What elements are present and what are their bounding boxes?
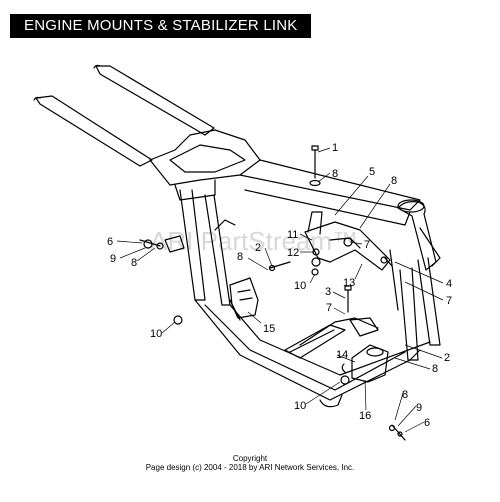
lower-cradle bbox=[194, 299, 431, 408]
callout-15: 15 bbox=[263, 323, 275, 335]
callout-8-left: 8 bbox=[237, 251, 243, 263]
steering-head bbox=[397, 199, 441, 271]
watermark: ARI PartStream™ bbox=[150, 226, 358, 256]
upper-rail-right bbox=[93, 64, 215, 136]
bolt-3 bbox=[344, 285, 352, 313]
bolt-6-bottom bbox=[388, 424, 406, 441]
frame-backbone bbox=[149, 129, 421, 226]
callout-7-upper: 7 bbox=[364, 239, 370, 251]
callout-11: 11 bbox=[287, 229, 298, 241]
nut-10-left bbox=[173, 315, 183, 325]
callout-8-right: 8 bbox=[391, 175, 397, 187]
callout-9-bottom: 9 bbox=[416, 402, 422, 414]
callout-13: 13 bbox=[343, 277, 355, 289]
callout-10-mid: 10 bbox=[294, 280, 306, 292]
callout-2-right: 2 bbox=[444, 352, 450, 364]
callout-14: 14 bbox=[336, 349, 348, 361]
callout-1: 1 bbox=[332, 142, 338, 154]
front-mount-isolator bbox=[341, 344, 389, 383]
callout-12: 12 bbox=[287, 247, 299, 259]
callout-6-left: 6 bbox=[107, 236, 113, 248]
callout-4: 4 bbox=[446, 278, 452, 290]
engine-mount-block bbox=[229, 277, 259, 319]
rear-bolt bbox=[139, 235, 185, 253]
bolt-4 bbox=[384, 257, 393, 267]
crossmember bbox=[284, 317, 379, 359]
callout-8-lower-right: 8 bbox=[432, 363, 438, 375]
nut-10-mid bbox=[311, 268, 319, 276]
callout-6-bottom: 6 bbox=[424, 417, 430, 429]
callout-10-left: 10 bbox=[150, 328, 162, 340]
callout-2-left: 2 bbox=[255, 242, 261, 254]
callout-9-left: 9 bbox=[110, 253, 116, 265]
engine-bracket-top bbox=[307, 211, 379, 337]
callout-8-top: 8 bbox=[332, 168, 338, 180]
callout-8-lower-left: 8 bbox=[131, 257, 137, 269]
nut-10-bottom bbox=[340, 375, 350, 385]
bolt-1 bbox=[311, 145, 319, 179]
upper-rail-left bbox=[33, 95, 153, 167]
callout-5: 5 bbox=[369, 166, 375, 178]
callout-3: 3 bbox=[325, 286, 331, 298]
washer-8-top bbox=[309, 179, 321, 187]
callout-16: 16 bbox=[359, 410, 371, 422]
front-downtubes bbox=[389, 249, 441, 361]
page-title: ENGINE MOUNTS & STABILIZER LINK bbox=[10, 14, 312, 38]
callout-7-mid: 7 bbox=[326, 302, 332, 314]
stabilizer-link bbox=[304, 221, 391, 271]
callout-10-bottom: 10 bbox=[294, 400, 306, 412]
bolt-2-left bbox=[268, 261, 291, 272]
footer-copyright: Copyright bbox=[232, 454, 268, 463]
rear-uprights bbox=[179, 189, 236, 306]
callout-8-bottom: 8 bbox=[402, 389, 408, 401]
footer-credit: Page design (c) 2004 - 2018 by ARI Netwo… bbox=[145, 463, 355, 472]
callout-7-lower: 7 bbox=[446, 295, 452, 307]
